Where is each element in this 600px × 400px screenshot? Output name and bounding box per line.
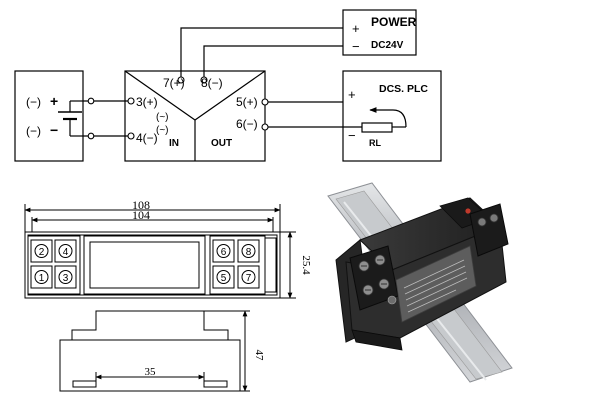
product-photo [327,182,513,383]
pin4-sub-label: (~) [156,125,169,136]
power-minus-sign: − [352,39,360,54]
power-supply-box [342,9,417,56]
pin7-label: 7(+) [163,76,185,90]
dim-104-text: 104 [132,208,150,222]
front-view-drawing [24,204,296,299]
dim-35-text: 35 [145,366,157,378]
dcs-plus-sign: + [348,87,356,102]
wire-power-minus [203,45,343,80]
profile-slot-right [203,380,228,388]
dcs-title: DCS. PLC [379,83,428,95]
terminal-numbers: 2 4 1 3 6 8 5 7 [39,247,252,284]
front-terminals [30,239,260,289]
front-dimension-labels: 108 104 25.4 [132,198,312,275]
terminal-1: 1 [39,273,45,284]
dim-47-text: 47 [253,350,265,362]
status-led [465,208,471,214]
in-label: IN [169,138,179,149]
terminal-7: 7 [246,273,252,284]
profile-dimension-labels: 35 47 [145,350,266,379]
schematic-labels: + POWER − DC24V DCS. PLC + − RL (−) + (−… [26,15,428,149]
wire-power-plus [180,27,343,80]
dim-25-4-text: 25.4 [300,255,312,275]
dcs-plc-box [342,70,442,162]
out-label: OUT [211,138,232,149]
terminal-3: 3 [63,273,69,284]
power-voltage: DC24V [371,40,404,51]
terminal-8: 8 [246,247,252,258]
profile-outline [59,310,241,392]
module-front-label [395,245,477,323]
pin3-label: 3(+) [136,95,158,109]
dim-108-text: 108 [132,198,150,212]
terminal-dots [87,76,269,140]
pin4-label: 4(−) [136,131,158,145]
terminal-block-right [469,203,509,257]
input-plus-sign: + [50,93,58,109]
terminal-5: 5 [221,273,227,284]
terminal-2: 2 [39,247,45,258]
resistor-return-arrow [369,107,407,128]
front-body [24,231,281,299]
pin8-label: 8(−) [201,76,223,90]
dcs-minus-sign: − [348,128,356,143]
pin6-label: 6(−) [236,117,258,131]
front-label-panel [83,235,206,295]
resistor-label: RL [369,138,381,148]
terminal-4: 4 [63,247,69,258]
input-source-box [14,70,84,162]
profile-slot-left [72,380,97,388]
power-title: POWER [371,15,417,29]
pin3-sub-label: (~) [156,112,169,123]
side-profile-drawing [59,310,250,392]
load-resistor [361,122,393,133]
input-minus-sign: − [50,122,58,138]
input-plus-paren: (−) [26,95,41,109]
terminal-6: 6 [221,247,227,258]
pin5-label: 5(+) [236,95,258,109]
wiring-schematic [14,9,442,162]
power-plus-sign: + [352,21,360,36]
input-minus-paren: (−) [26,124,41,138]
